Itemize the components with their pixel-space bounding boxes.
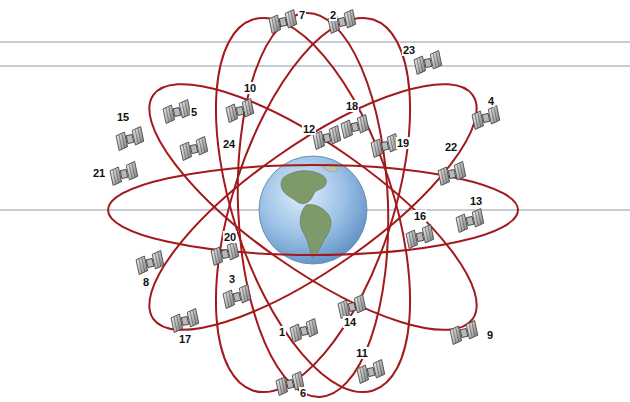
callout-number: 15 [116,111,130,123]
callout-number: 9 [486,329,494,341]
callout-number: 1 [278,326,286,338]
callout-number: 18 [345,100,359,112]
callout-number: 13 [469,195,483,207]
callout-number: 3 [228,273,236,285]
callout-number: 11 [355,347,369,359]
callout-number: 10 [243,82,257,94]
callout-number: 22 [444,141,458,153]
callout-number: 16 [413,210,427,222]
callout-number: 17 [178,333,192,345]
callout-number: 8 [142,276,150,288]
callout-number: 23 [402,44,416,56]
callout-number: 5 [190,106,198,118]
callout-number: 14 [343,316,357,328]
callout-number: 19 [396,137,410,149]
callout-number: 4 [487,95,495,107]
callout-number: 20 [223,231,237,243]
callout-number: 21 [92,167,106,179]
callout-number: 24 [222,138,236,150]
callout-number: 7 [298,9,306,21]
callout-number: 2 [329,9,337,21]
callout-number: 12 [302,123,316,135]
callout-number: 6 [299,387,307,399]
